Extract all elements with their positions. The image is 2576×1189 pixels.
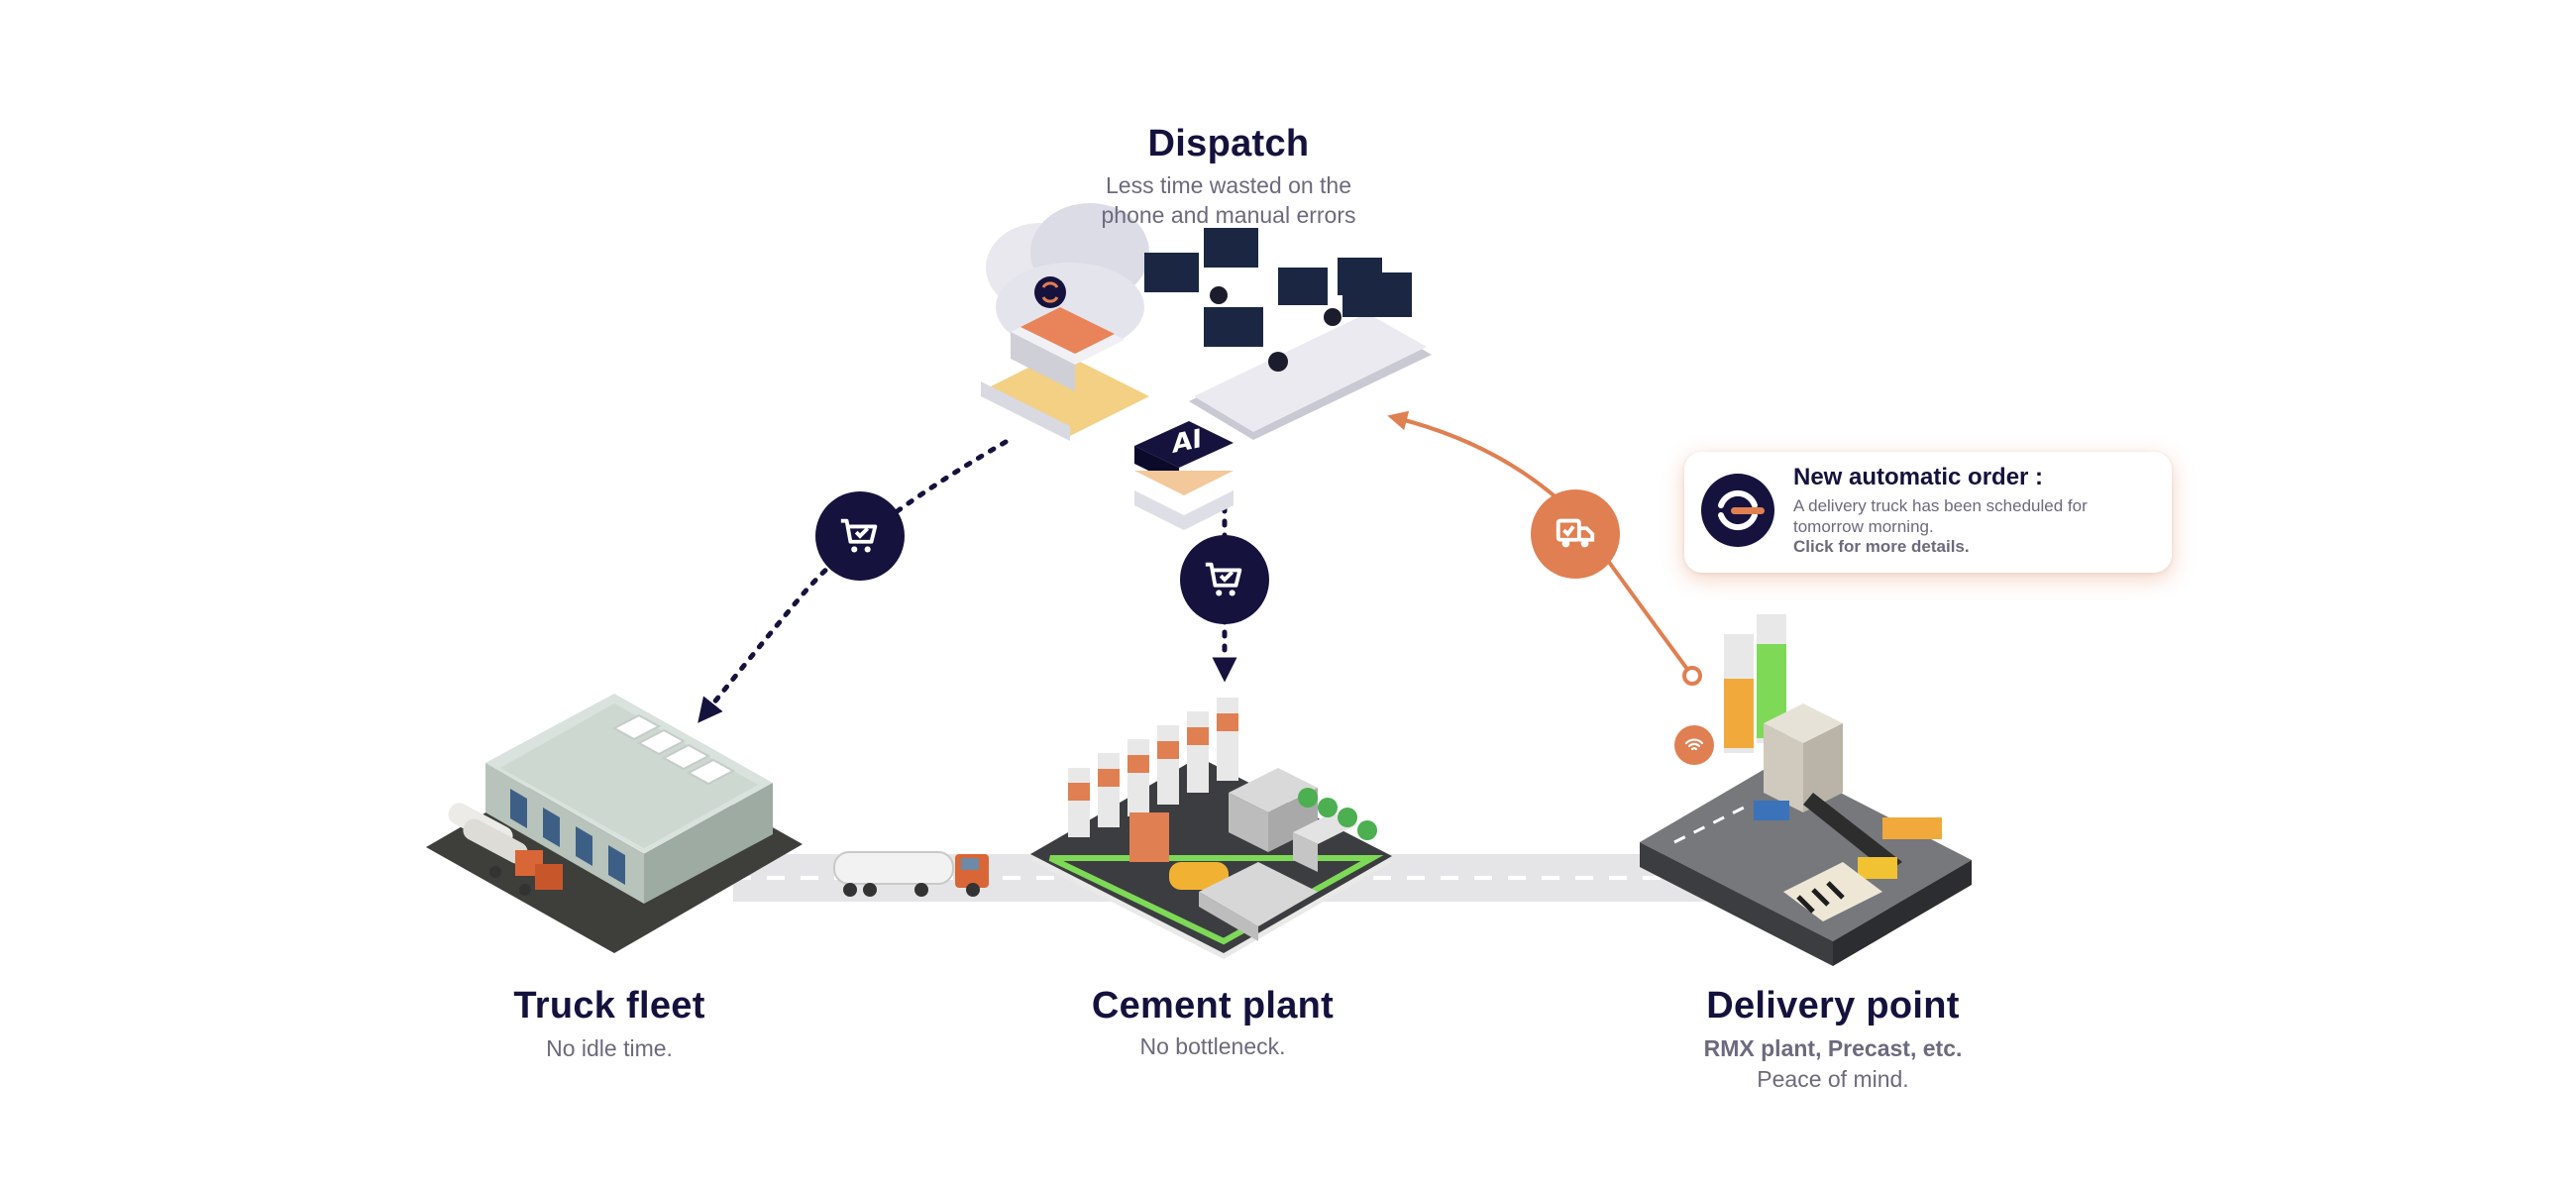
delivery-point-subtitle: Peace of mind. — [1757, 1066, 1909, 1092]
truck-fleet-title: Truck fleet — [513, 985, 705, 1027]
cart-check-icon — [1205, 562, 1242, 596]
delivery-point-illustration — [1640, 614, 1972, 966]
tanker-truck-illustration — [833, 851, 989, 897]
cement-plant-title: Cement plant — [1091, 985, 1335, 1027]
delivery-truck-button[interactable] — [1531, 489, 1620, 579]
ai-label-text: AI — [1172, 423, 1202, 461]
dispatch-subtitle-line2: phone and manual errors — [1101, 202, 1356, 228]
delivery-point-title: Delivery point — [1706, 985, 1960, 1027]
truck-check-icon — [1556, 518, 1595, 548]
dispatch-subtitle-line1: Less time wasted on the — [1105, 172, 1352, 198]
sensor-origin-dot — [1682, 666, 1702, 686]
delivery-point-subtitle-bold: RMX plant, Precast, etc. — [1703, 1035, 1963, 1061]
wifi-signal-icon — [1684, 738, 1704, 751]
truck-fleet-illustration — [426, 694, 803, 953]
order-center-button[interactable] — [1180, 535, 1269, 624]
sensor-signal-badge — [1674, 725, 1714, 765]
cart-check-icon — [840, 518, 878, 553]
notification-title: New automatic order : — [1793, 464, 2044, 490]
cement-plant-subtitle: No bottleneck. — [1139, 1033, 1286, 1059]
truck-fleet-subtitle: No idle time. — [546, 1035, 673, 1061]
notification-details-link[interactable]: Click for more details. — [1793, 537, 1970, 556]
arrow-dispatch-to-fleet — [698, 439, 1009, 723]
cement-plant-illustration — [1030, 698, 1392, 959]
dispatch-illustration — [981, 203, 1432, 530]
order-left-button[interactable] — [815, 491, 905, 581]
notification-card[interactable]: New automatic order : A delivery truck h… — [1684, 452, 2172, 573]
dispatch-title: Dispatch — [1147, 123, 1310, 164]
brand-logo-icon — [1701, 474, 1774, 547]
notification-text: A delivery truck has been scheduled for … — [1793, 496, 2088, 536]
